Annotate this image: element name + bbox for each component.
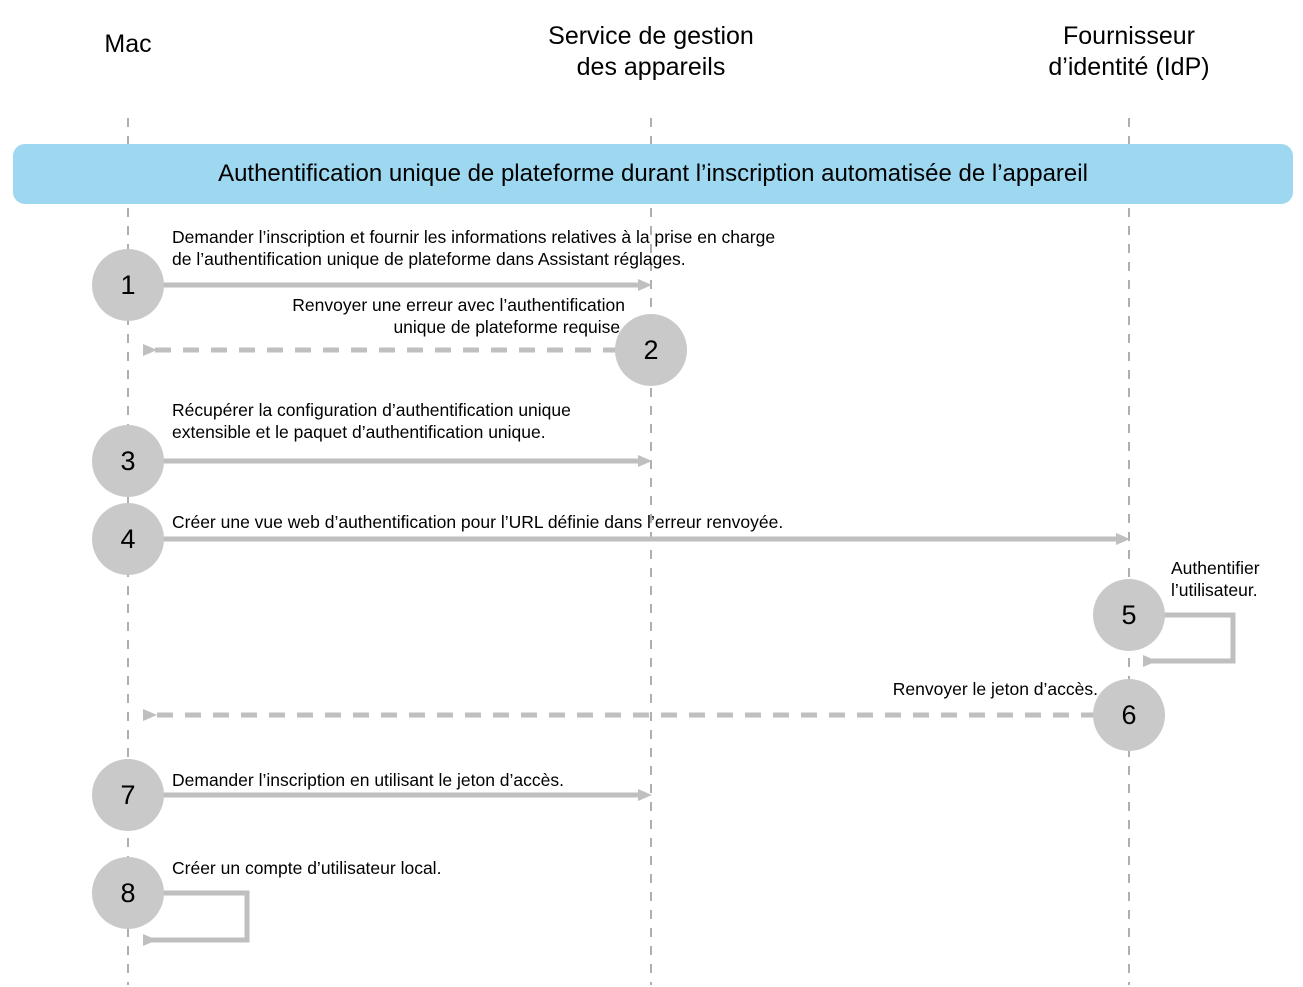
message-label-1: Demander l’inscription et fournir les in…: [172, 227, 776, 269]
step-number-1: 1: [92, 249, 164, 321]
actor-header-identity-provider: Fournisseur d’identité (IdP): [1048, 22, 1210, 81]
step-number-6: 6: [1093, 679, 1165, 751]
step-number-5: 5: [1093, 579, 1165, 651]
message-label-6: Renvoyer le jeton d’accès.: [892, 679, 1098, 699]
message-label-2: Renvoyer une erreur avec l’authentificat…: [292, 295, 625, 337]
message-arrow-8-self-loop: [143, 890, 250, 946]
message-label-5: Authentifier l’utilisateur.: [1171, 558, 1260, 600]
actor-header-device-management-service: Service de gestion des appareils: [548, 22, 754, 81]
diagram-title-text: Authentification unique de plateforme du…: [218, 160, 1088, 187]
diagram-title-banner: Authentification unique de plateforme du…: [13, 144, 1293, 204]
message-label-8: Créer un compte d’utilisateur local.: [172, 858, 442, 878]
message-label-4: Créer une vue web d’authentification pou…: [172, 512, 784, 532]
actor-header-mac: Mac: [104, 30, 152, 58]
step-number-2: 2: [615, 314, 687, 386]
step-number-7: 7: [92, 759, 164, 831]
step-number-8: 8: [92, 857, 164, 929]
message-label-3: Récupérer la configuration d’authentific…: [172, 400, 571, 442]
step-number-3: 3: [92, 425, 164, 497]
message-label-7: Demander l’inscription en utilisant le j…: [172, 770, 565, 790]
message-arrow-5-self-loop: [1143, 612, 1236, 667]
step-number-4: 4: [92, 503, 164, 575]
